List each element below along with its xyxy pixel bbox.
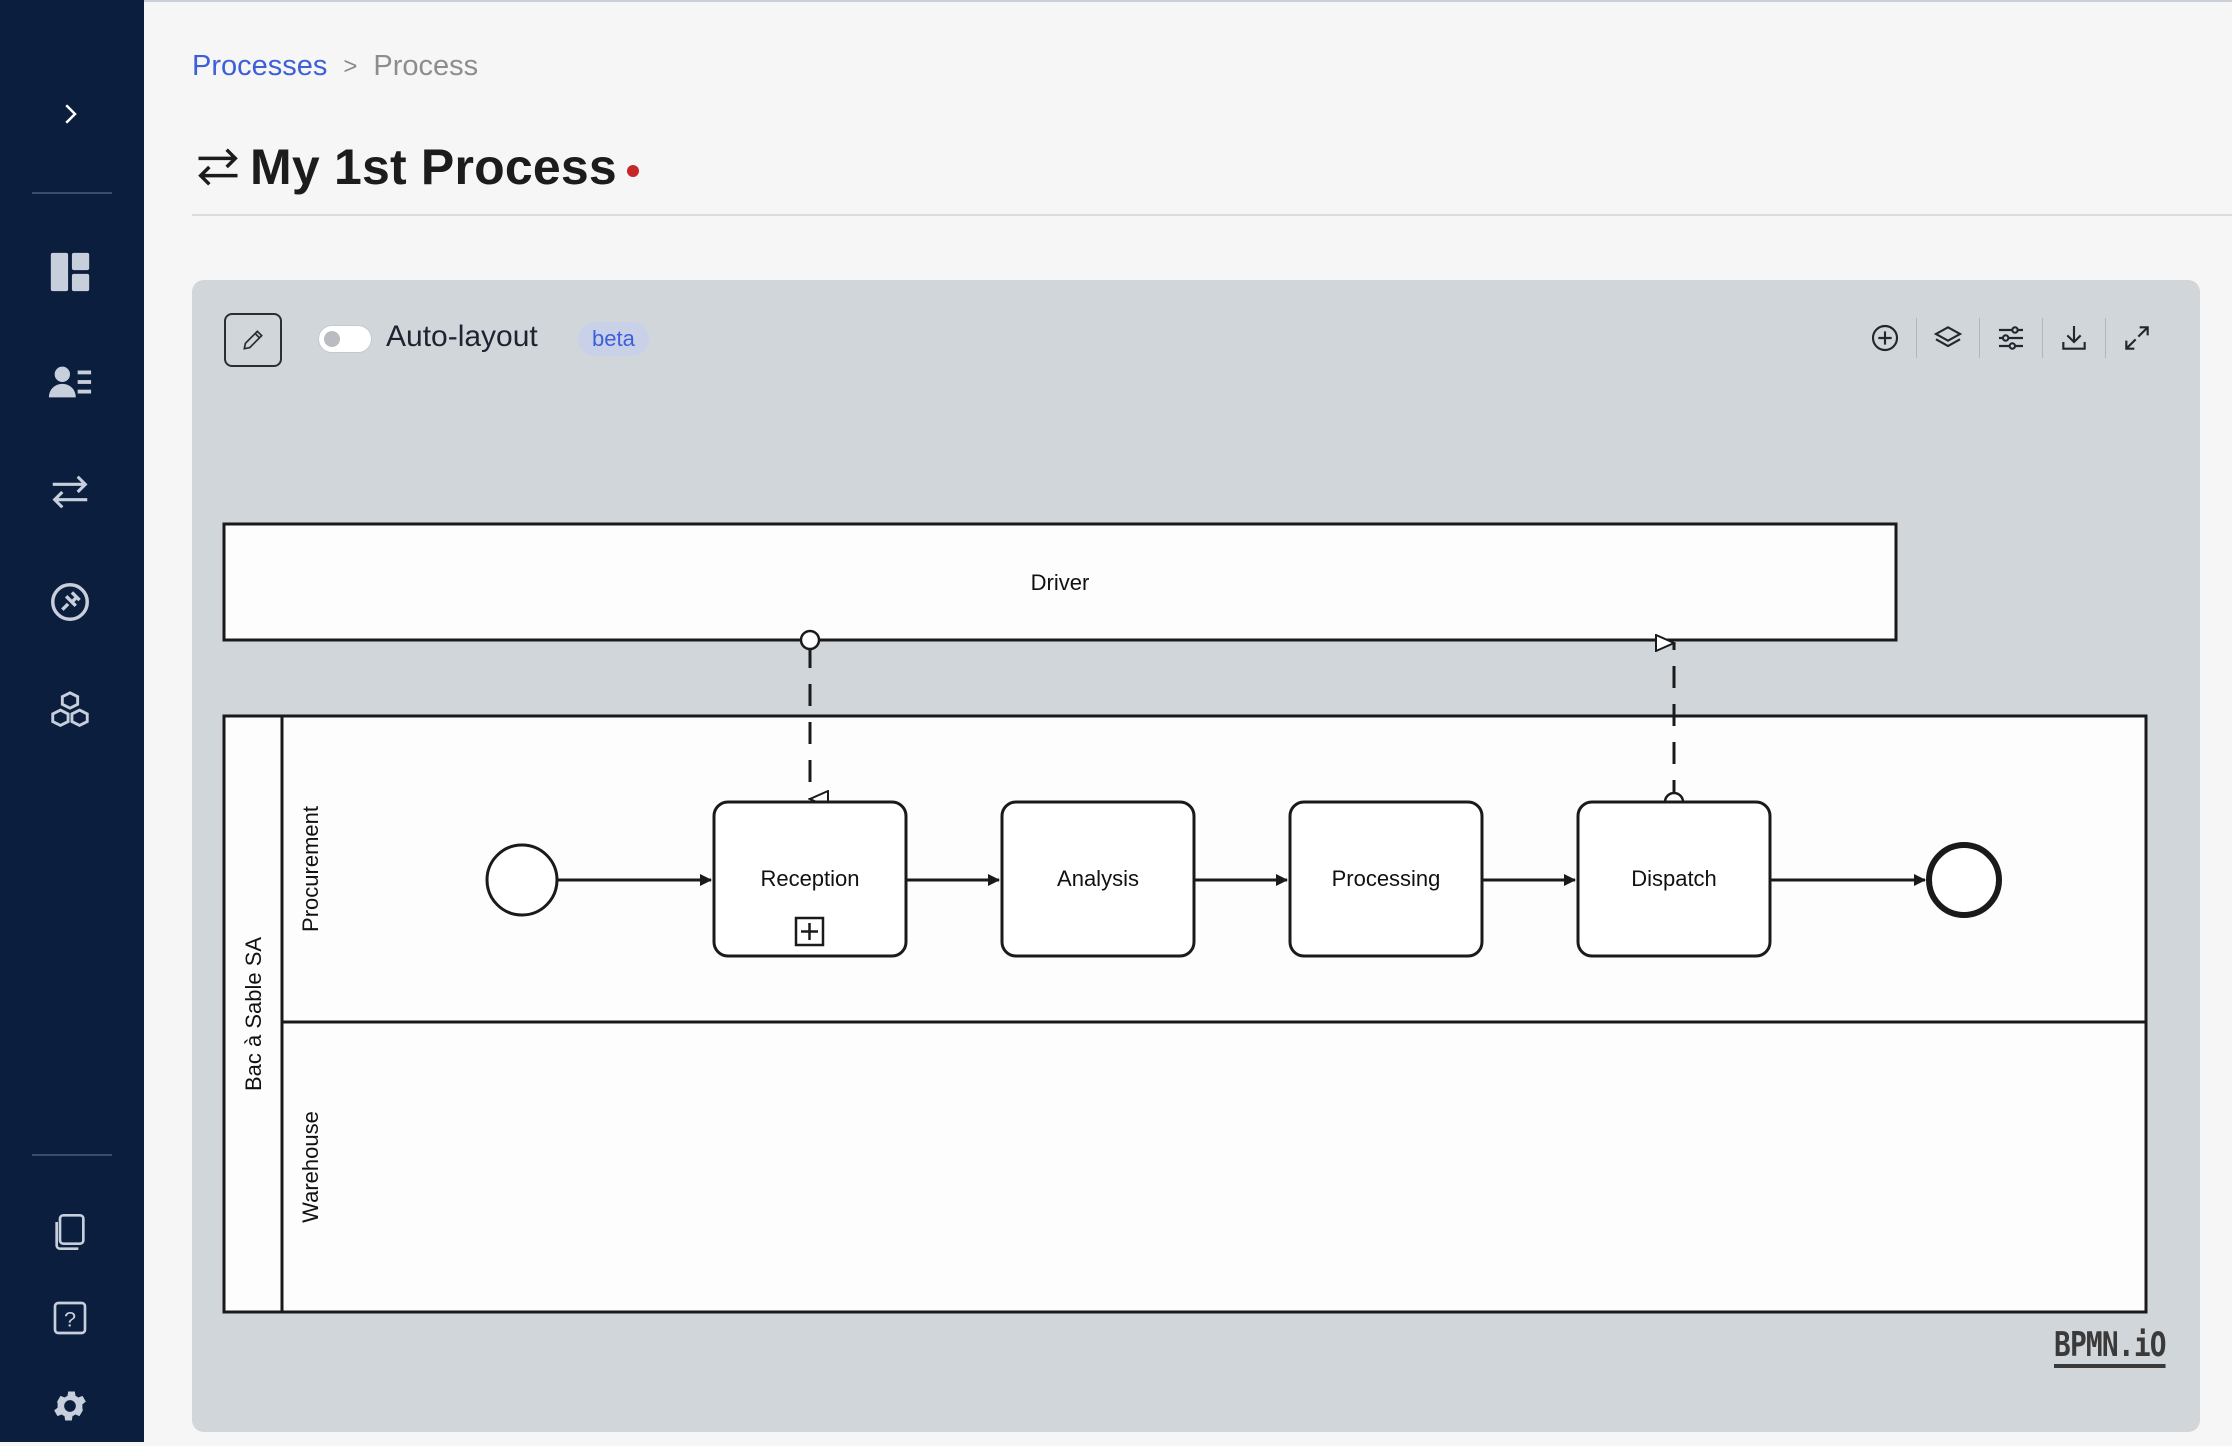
task-dispatch-label: Dispatch xyxy=(1631,866,1717,891)
start-event[interactable] xyxy=(485,843,559,917)
fullscreen-icon xyxy=(2125,326,2149,350)
sidebar-item-dashboard[interactable] xyxy=(30,232,110,312)
pool-label: Bac à Sable SA xyxy=(241,937,266,1091)
window-top-border xyxy=(0,0,2232,2)
sidebar-item-modules[interactable] xyxy=(30,672,110,752)
cubes-icon xyxy=(51,691,89,728)
process-icon xyxy=(198,148,238,186)
task-reception-label: Reception xyxy=(760,866,859,891)
page-header: My 1st Process xyxy=(192,138,639,196)
bpmn-io-logo[interactable]: BPMN.iO xyxy=(2054,1326,2167,1368)
participant-driver[interactable]: Driver xyxy=(222,522,1898,642)
task-processing[interactable]: Processing xyxy=(1288,800,1484,958)
unsaved-indicator xyxy=(626,165,639,177)
sidebar-item-help[interactable]: ? xyxy=(30,1278,110,1358)
end-event[interactable] xyxy=(1926,842,2002,918)
page-title: My 1st Process xyxy=(250,139,617,195)
task-reception[interactable]: Reception xyxy=(712,800,908,958)
layers-icon xyxy=(1933,326,1963,348)
sidebar-item-documents[interactable] xyxy=(30,1192,110,1272)
download-button[interactable] xyxy=(2045,316,2103,360)
chevron-right-icon xyxy=(65,104,77,124)
sidebar-item-settings[interactable] xyxy=(30,1366,110,1446)
sidebar-item-processes[interactable] xyxy=(30,452,110,532)
auto-layout-label: Auto-layout xyxy=(386,320,538,353)
lane-procurement-label: Procurement xyxy=(298,806,323,932)
toolbar-divider xyxy=(2042,318,2043,358)
layers-button[interactable] xyxy=(1919,316,1977,360)
help-icon: ? xyxy=(53,1301,87,1335)
documents-icon xyxy=(55,1214,85,1250)
toolbar-divider xyxy=(2105,318,2106,358)
edit-button[interactable] xyxy=(224,313,282,367)
fullscreen-button[interactable] xyxy=(2108,316,2166,360)
toggle-knob xyxy=(324,331,340,347)
sidebar-item-users[interactable] xyxy=(30,342,110,422)
dashboard-icon xyxy=(50,252,90,292)
breadcrumb-separator: > xyxy=(343,52,358,80)
toolbar-divider xyxy=(1979,318,1980,358)
svg-text:?: ? xyxy=(64,1306,76,1331)
lane-warehouse[interactable]: Warehouse xyxy=(298,1111,323,1223)
participant-driver-label: Driver xyxy=(1031,570,1090,595)
lane-warehouse-label: Warehouse xyxy=(298,1111,323,1223)
auto-layout-toggle[interactable] xyxy=(318,325,372,353)
breadcrumb: Processes > Process xyxy=(192,50,478,83)
subprocess-expand-icon[interactable] xyxy=(794,916,825,947)
settings-button[interactable] xyxy=(1982,316,2040,360)
task-dispatch[interactable]: Dispatch xyxy=(1576,800,1772,958)
task-analysis-label: Analysis xyxy=(1057,866,1139,891)
sidebar-divider xyxy=(32,192,112,194)
task-analysis[interactable]: Analysis xyxy=(1000,800,1196,958)
users-icon xyxy=(48,366,92,398)
sliders-icon xyxy=(1999,326,2023,350)
sidebar-item-integrations[interactable] xyxy=(30,562,110,642)
header-divider xyxy=(192,214,2232,216)
message-flow-driver-to-reception[interactable] xyxy=(799,629,819,799)
breadcrumb-current: Process xyxy=(373,50,479,82)
add-icon xyxy=(1871,324,1899,352)
breadcrumb-processes-link[interactable]: Processes xyxy=(192,50,328,82)
gear-icon xyxy=(54,1391,86,1421)
sidebar: ? xyxy=(0,0,144,1442)
beta-badge: beta xyxy=(578,322,649,356)
integration-icon xyxy=(51,583,89,621)
pencil-icon xyxy=(243,330,263,350)
add-element-button[interactable] xyxy=(1856,316,1914,360)
toolbar-divider xyxy=(1916,318,1917,358)
lane-procurement[interactable]: Procurement xyxy=(282,806,2146,1024)
bpmn-canvas[interactable]: Driver Bac à Sable SA Procurement Wareho… xyxy=(192,280,2200,1432)
task-processing-label: Processing xyxy=(1332,866,1441,891)
bpmn-editor: Auto-layout beta xyxy=(192,280,2200,1432)
editor-toolbar xyxy=(1856,316,2166,360)
download-icon xyxy=(2062,326,2086,350)
process-icon xyxy=(52,475,88,509)
expand-sidebar-button[interactable] xyxy=(30,74,110,154)
sidebar-divider xyxy=(32,1154,112,1156)
